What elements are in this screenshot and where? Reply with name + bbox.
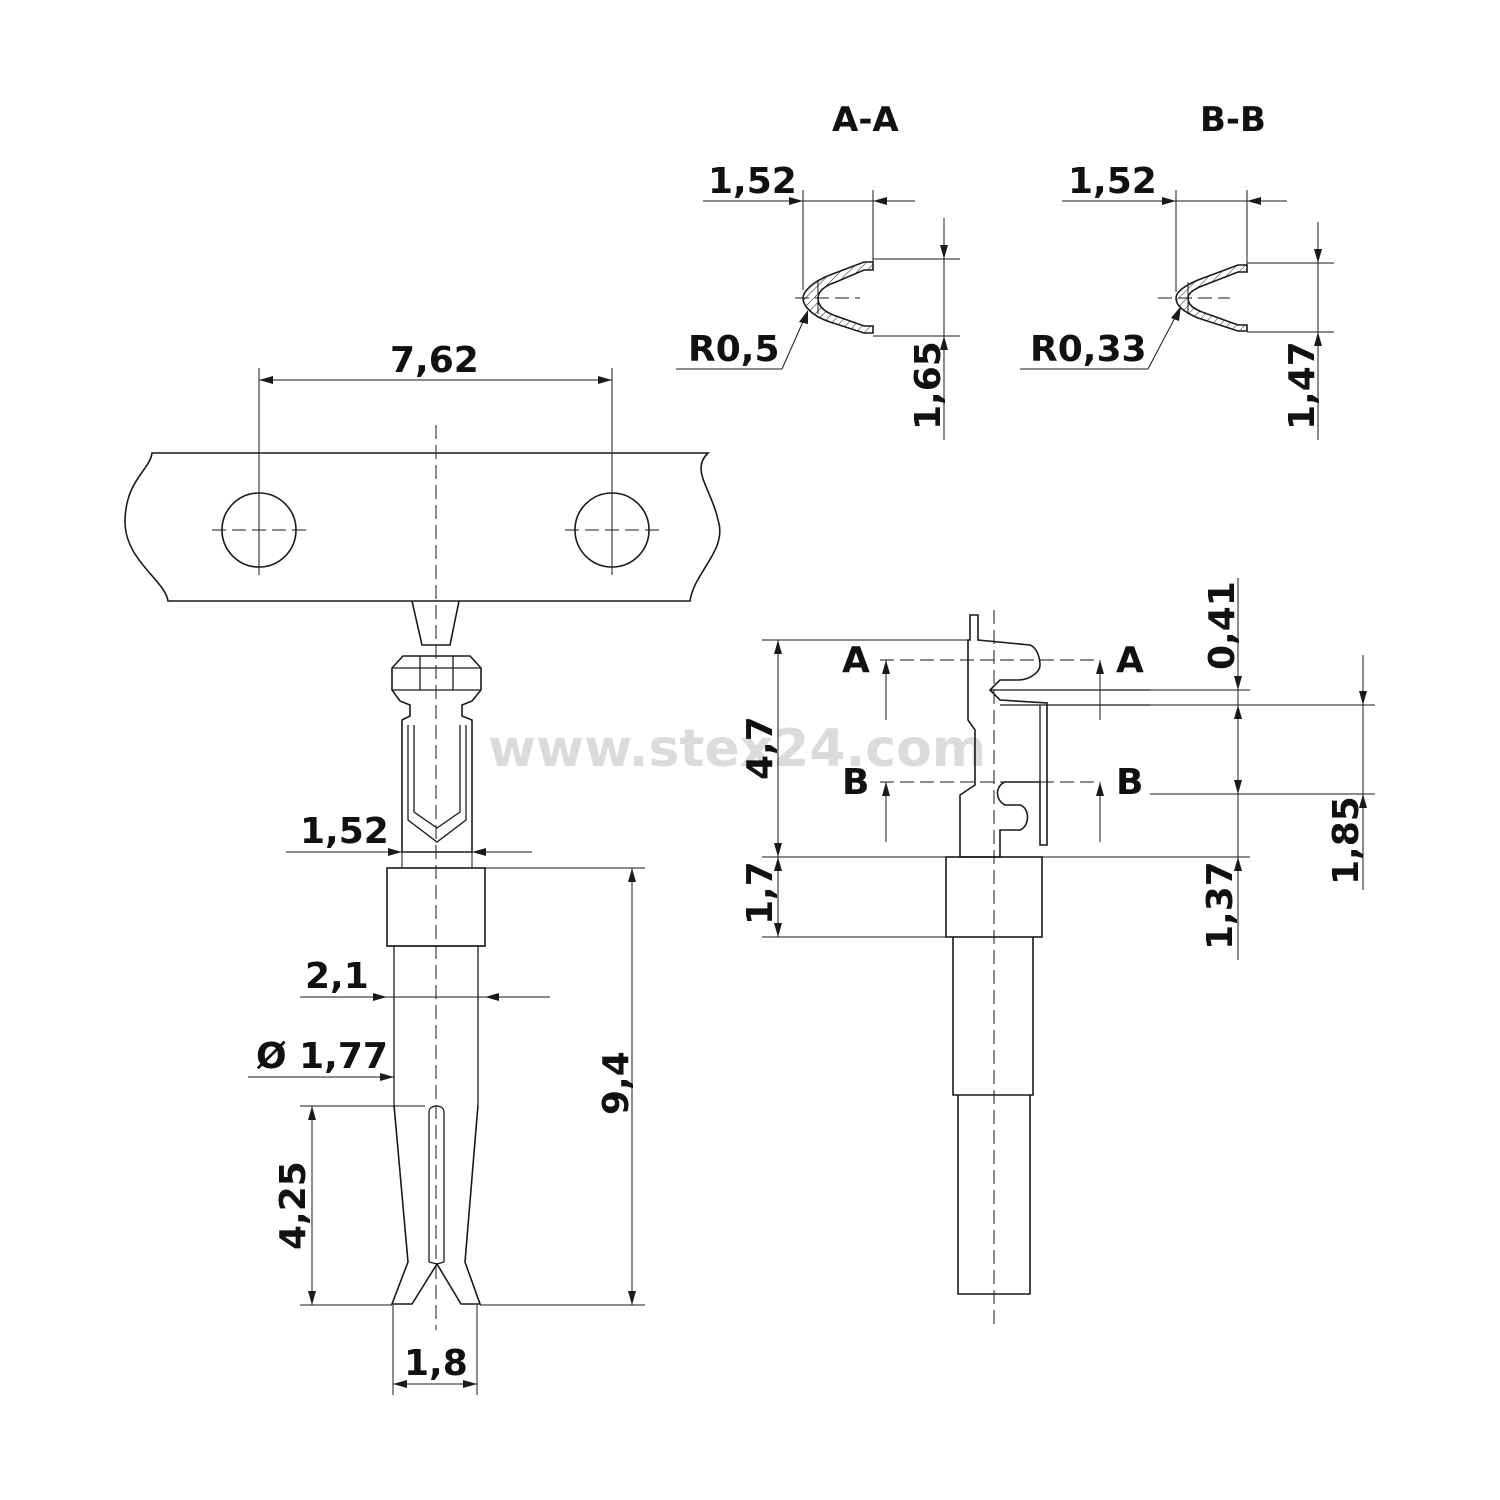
section-mark-b-right: B xyxy=(1116,762,1143,803)
watermark: www.stex24.com xyxy=(488,719,986,779)
tip-width-label: 1,8 xyxy=(404,1343,468,1384)
slot-length-label: 4,25 xyxy=(273,1161,314,1250)
total-length-label: 9,4 xyxy=(596,1051,637,1115)
section-a-a-radius-label: R0,5 xyxy=(688,329,780,370)
section-a-a-height-label: 1,65 xyxy=(908,341,949,430)
section-b-b-radius-label: R0,33 xyxy=(1030,329,1147,370)
section-b-b: B-B 1,52 1,47 R0,33 xyxy=(1020,100,1334,440)
section-mark-b-left: B xyxy=(842,762,869,803)
height-lower-label: 1,7 xyxy=(740,861,781,925)
neck-width-label: 1,52 xyxy=(300,811,389,852)
spring-label: 1,85 xyxy=(1326,796,1367,885)
lower-gap-label: 1,37 xyxy=(1200,861,1241,950)
height-upper-label: 4,7 xyxy=(740,716,781,780)
body-width-label: 2,1 xyxy=(305,956,369,997)
section-mark-a-right: A xyxy=(1116,640,1144,681)
section-mark-a-left: A xyxy=(842,640,870,681)
tab-label: 0,41 xyxy=(1202,581,1243,670)
section-b-b-width-label: 1,52 xyxy=(1068,161,1157,202)
section-a-a-width-label: 1,52 xyxy=(708,161,797,202)
pin-diameter-label: Ø 1,77 xyxy=(256,1036,388,1077)
section-a-a-title: A-A xyxy=(832,100,899,140)
side-view: A A B B 4,7 1,7 0,41 1, xyxy=(740,578,1375,1330)
carrier-strip xyxy=(124,452,721,602)
pitch-label: 7,62 xyxy=(390,340,479,381)
section-b-b-height-label: 1,47 xyxy=(1282,341,1323,430)
section-a-a: A-A 1,52 1,65 R0,5 xyxy=(676,100,960,440)
front-view: 7,62 1,52 2,1 Ø 1,77 xyxy=(124,340,721,1395)
section-b-b-title: B-B xyxy=(1200,100,1266,140)
